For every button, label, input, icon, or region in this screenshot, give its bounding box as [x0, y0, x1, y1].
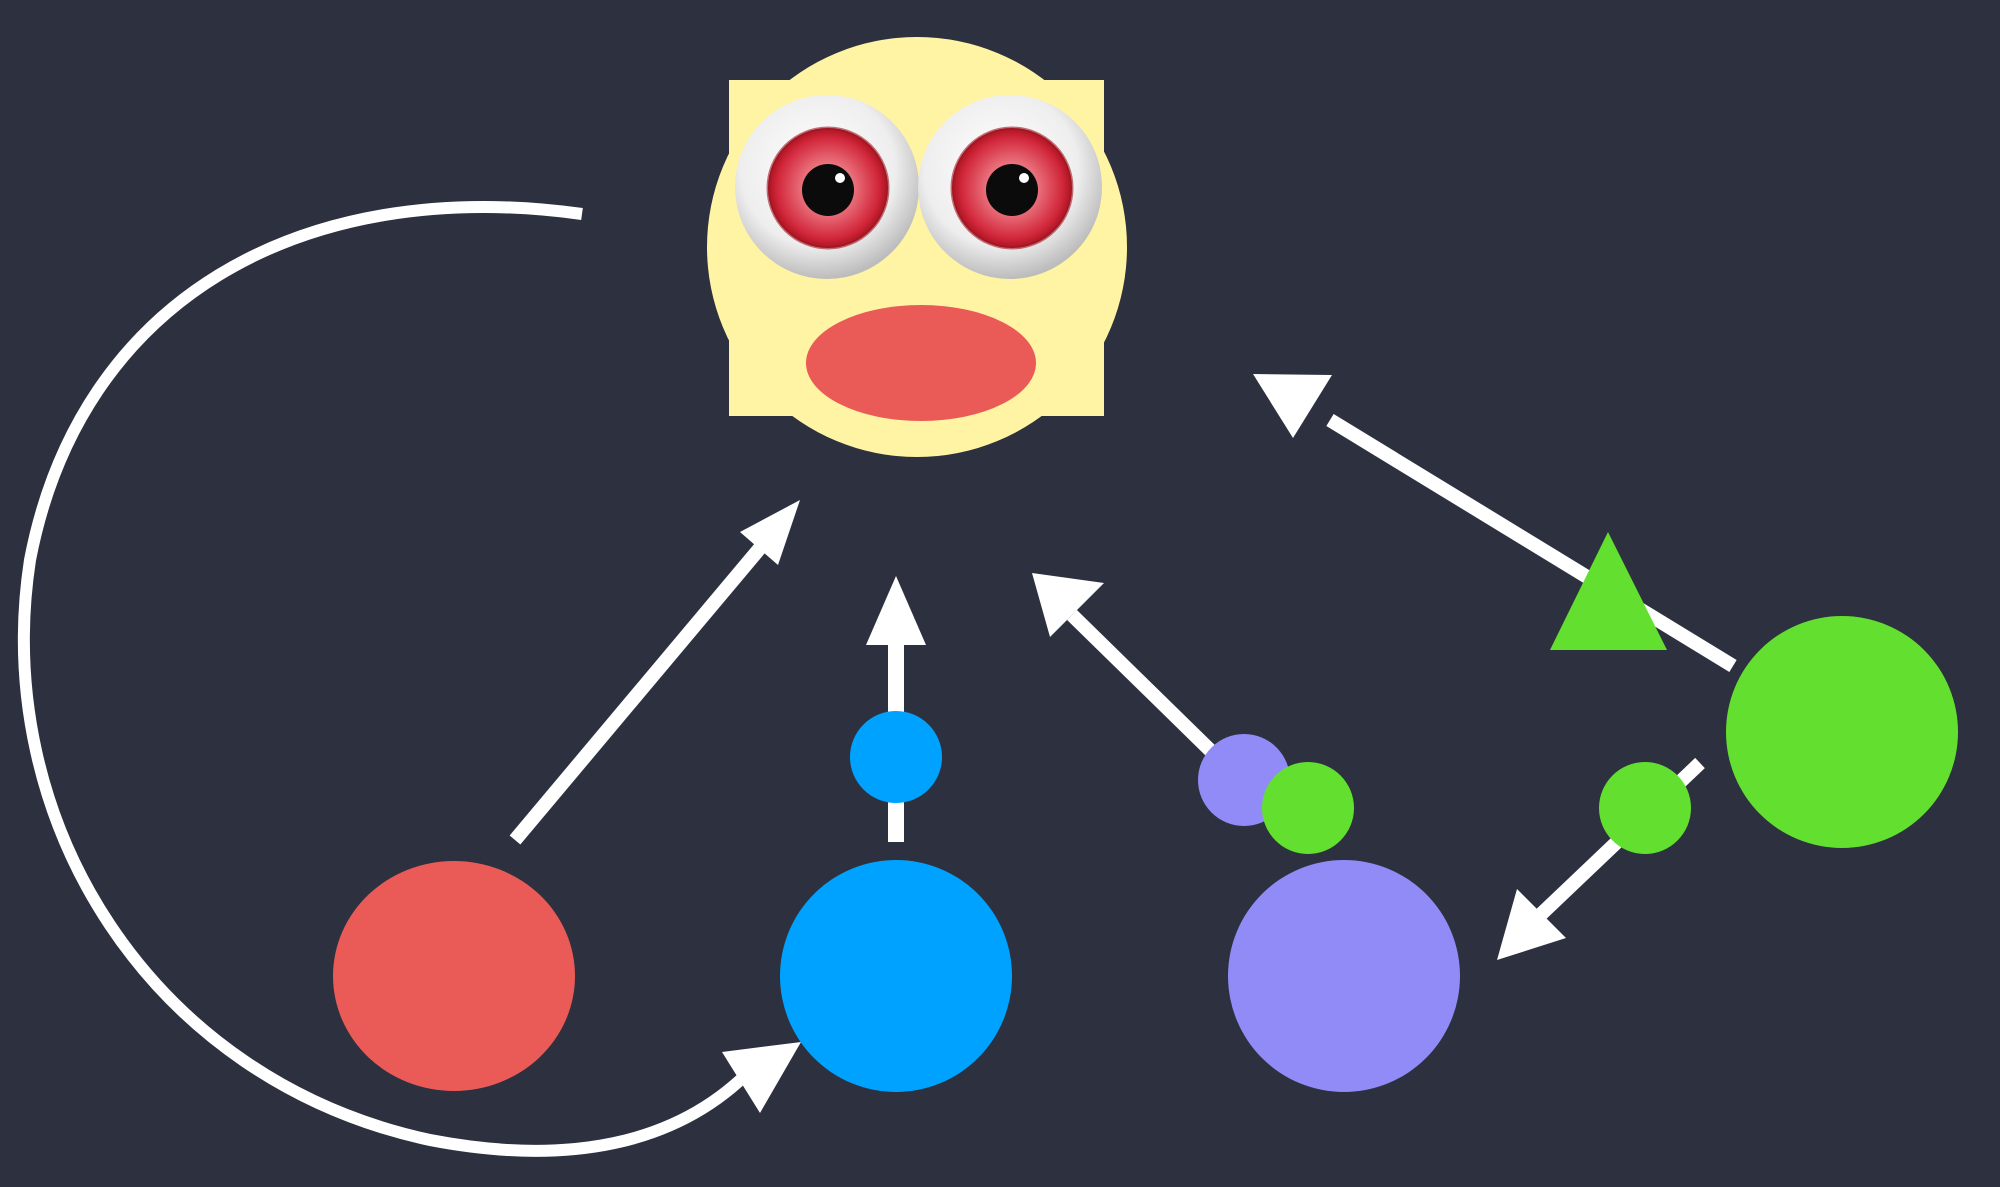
mouth-icon	[806, 305, 1036, 421]
curved-arrow-path	[17, 201, 765, 1157]
curved-arrow-head	[722, 1042, 801, 1113]
green-token	[1599, 762, 1691, 854]
arrow-red-to-face	[509, 500, 800, 845]
right-eye-icon	[918, 95, 1102, 279]
blue-circle-node	[780, 860, 1012, 1092]
curved-arrow	[17, 201, 801, 1157]
purple-circle-node	[1228, 860, 1460, 1092]
green-circle-node	[1726, 616, 1958, 848]
surprised-face-icon	[707, 37, 1127, 457]
arrow-purple-to-face	[1032, 573, 1220, 761]
green-token-on-purple	[1262, 762, 1354, 854]
left-eye-icon	[735, 95, 919, 279]
blue-token	[850, 711, 942, 803]
green-triangle-icon	[1550, 532, 1667, 650]
arrow-green-to-face	[1253, 374, 1737, 672]
red-circle-node	[333, 861, 575, 1091]
